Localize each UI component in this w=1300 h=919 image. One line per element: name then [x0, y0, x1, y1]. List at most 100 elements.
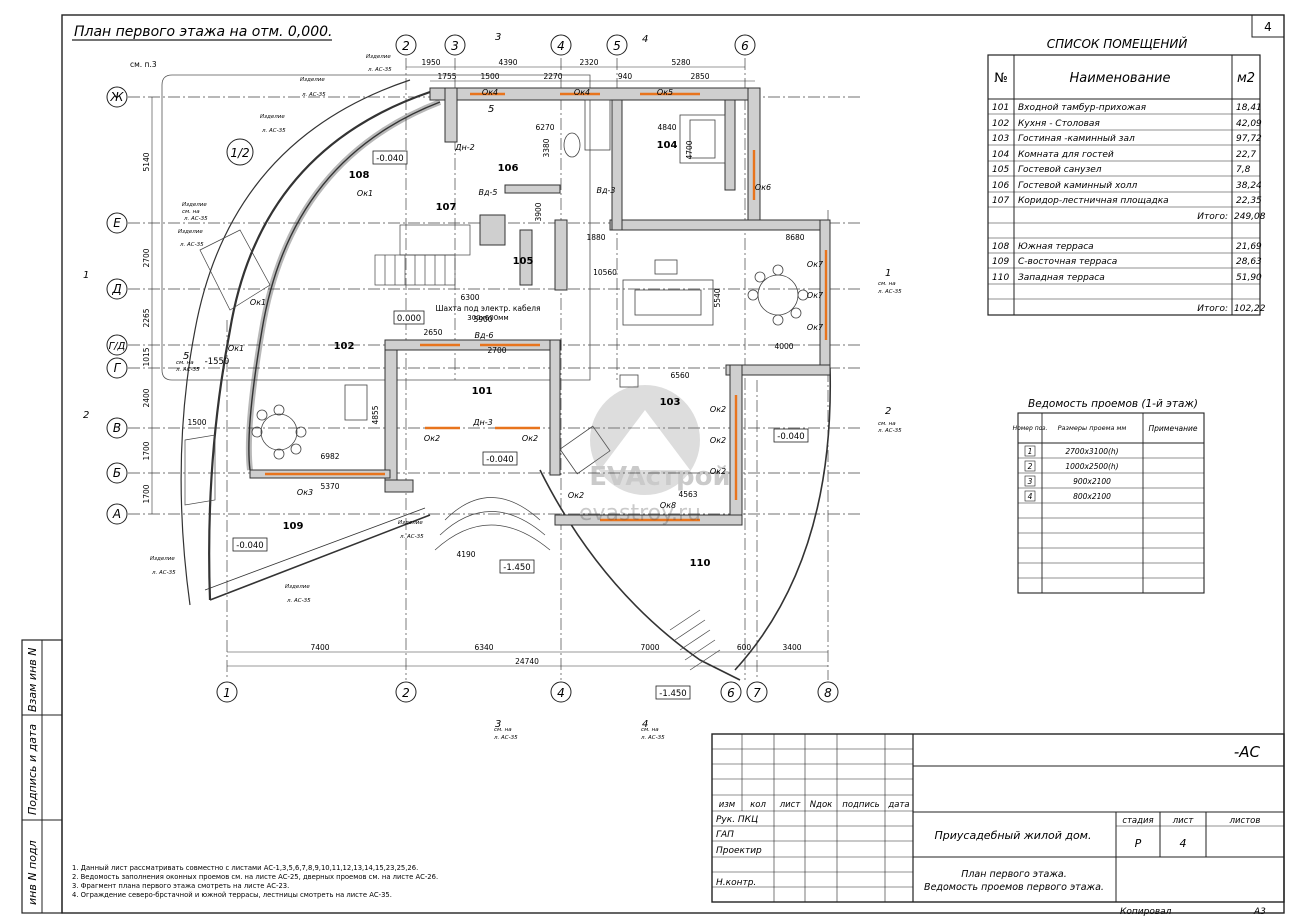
- openings-col-pos: Номер поз.: [1013, 425, 1048, 432]
- room-row-num: 109: [992, 257, 1009, 267]
- level-mark-8: -1550: [205, 357, 230, 367]
- rooms-total2-label: Итого:: [1197, 304, 1228, 314]
- room-row-area: 18,41: [1236, 103, 1262, 113]
- axis-bottom-4: 4: [557, 686, 565, 700]
- dim-inner-4: 4700: [685, 140, 694, 159]
- room-row-area: 21,69: [1236, 242, 1262, 252]
- room-101: 101: [472, 386, 493, 397]
- axis-extra-1-2: 1/2: [230, 146, 249, 160]
- product-label-1: Изделие: [366, 54, 391, 60]
- product-ref-4: л. АС-35: [183, 216, 208, 222]
- dim-inner-9: 8680: [785, 233, 804, 242]
- room-104: 104: [657, 140, 678, 151]
- level-mark-2: -0.040: [236, 541, 263, 551]
- axis-left-b: Б: [113, 466, 121, 480]
- opening-row-size: 800х2100: [1073, 492, 1111, 501]
- room-107: 107: [436, 202, 457, 213]
- label-ok7-a: Ок7: [807, 260, 824, 269]
- dim-inner-19: 5540: [713, 288, 722, 307]
- dim-top-7: 2270: [543, 72, 562, 81]
- room-row-num: 105: [992, 165, 1009, 175]
- dim-inner-14: 4563: [678, 490, 697, 499]
- room-row-num: 107: [992, 196, 1009, 206]
- see-ref-3: л. АС-35: [877, 428, 902, 434]
- label-ok4-a: Ок4: [482, 88, 498, 97]
- stamp-col-ndok: Nдок: [810, 800, 833, 810]
- level-mark-6: -1.450: [503, 563, 530, 573]
- axis-left-v: В: [113, 421, 121, 435]
- stamp-role-3: Проектир: [716, 846, 762, 856]
- section-2-right: 2: [885, 406, 891, 417]
- see-on-3: см. на: [878, 421, 896, 427]
- room-row-name: Входной тамбур-прихожая: [1018, 103, 1147, 113]
- see-on-5: см. на: [641, 727, 659, 733]
- dim-inner-20: 4855: [371, 405, 380, 424]
- rooms-total2: 102,22: [1234, 304, 1266, 314]
- dim-inner-16: 2700: [487, 346, 506, 355]
- rooms-total1: 249,08: [1234, 212, 1266, 222]
- room-row-name: Гостевой санузел: [1018, 165, 1102, 175]
- label-ok5: Ок5: [657, 88, 673, 97]
- axis-left-g: Г: [114, 361, 122, 375]
- room-row-area: 51,90: [1236, 273, 1262, 283]
- dim-top-9: 2850: [690, 72, 709, 81]
- rooms-total1-label: Итого:: [1197, 212, 1228, 222]
- see-on-1: см. на: [182, 209, 200, 215]
- product-ref-8: л. АС-35: [286, 598, 311, 604]
- label-ok2-b: Ок2: [522, 434, 538, 443]
- axis-left-e: Е: [113, 216, 121, 230]
- copied-label: Копировал: [1120, 907, 1172, 917]
- see-p3: см. п.3: [130, 60, 157, 69]
- stamp-sheet-title-2: Ведомость проемов первого этажа.: [924, 882, 1104, 893]
- dim-inner-18: 3900: [534, 202, 543, 221]
- room-row-name: Южная терраса: [1018, 242, 1094, 252]
- stamp-col-podpis: подпись: [842, 800, 879, 810]
- section-2-left: 2: [83, 410, 89, 421]
- dim-left-6: 1700: [142, 441, 151, 460]
- stamp-col-kol: кол: [750, 800, 766, 810]
- room-row-name: Комната для гостей: [1018, 150, 1114, 160]
- level-mark-5: -0.040: [777, 432, 804, 442]
- section-3-bottom: 3: [495, 719, 501, 730]
- watermark: EVAстрой evastroy.ru: [579, 385, 731, 526]
- axis-left-a: А: [112, 507, 121, 521]
- product-ref-5: л. АС-35: [179, 242, 204, 248]
- format-label: А3: [1253, 907, 1266, 917]
- level-mark-4: -0.040: [486, 455, 513, 465]
- note-4: 4. Ограждение северо-брстачной и южной т…: [72, 891, 392, 899]
- dim-top-8: 940: [618, 72, 633, 81]
- axis-bottom-1: 1: [223, 686, 231, 700]
- stamp-code: -АС: [1234, 743, 1261, 761]
- shaft-size: 300х600мм: [467, 314, 508, 322]
- see-ref-4: л. АС-35: [493, 735, 518, 741]
- general-notes: 1. Данный лист рассматривать совместно с…: [72, 864, 438, 899]
- axis-bottom-2: 2: [402, 686, 410, 700]
- axis-bottom-6: 6: [727, 686, 735, 700]
- see-on-6: см. на: [176, 360, 194, 366]
- rooms-table-title: СПИСОК ПОМЕЩЕНИЙ: [1047, 36, 1188, 51]
- label-ok3: Ок3: [297, 488, 313, 497]
- label-ok7-b: Ок7: [807, 291, 824, 300]
- product-label-4: Изделие: [182, 202, 207, 208]
- side-stamp-3: инв N подл: [26, 840, 39, 905]
- section-4-bottom: 4: [642, 719, 648, 730]
- dim-inner-11: 6982: [320, 452, 339, 461]
- note-2: 2. Ведомость заполнения оконных проемов …: [72, 873, 438, 881]
- shaft-note: Шахта под электр. кабеля: [435, 304, 540, 313]
- axis-bottom-8: 8: [824, 686, 832, 700]
- room-row-num: 104: [992, 150, 1009, 160]
- note-1: 1. Данный лист рассматривать совместно с…: [72, 864, 418, 872]
- level-mark-7: -1.450: [659, 689, 686, 699]
- stamp-sheet: 4: [1180, 837, 1187, 850]
- room-row-num: 108: [992, 242, 1009, 252]
- opening-row-pos: 1: [1028, 447, 1033, 456]
- see-on-2: см. на: [878, 281, 896, 287]
- dim-left-1: 5140: [142, 152, 151, 171]
- rooms-table: СПИСОК ПОМЕЩЕНИЙ № Наименование м2 101 В…: [987, 36, 1266, 316]
- axis-left-zh: Ж: [110, 90, 125, 104]
- dim-left-2: 2700: [142, 248, 151, 267]
- section-1-right: 1: [885, 268, 891, 279]
- watermark-name: EVAстрой: [589, 462, 730, 492]
- opening-row-pos: 2: [1028, 462, 1033, 471]
- dim-inner-13: 4000: [774, 342, 793, 351]
